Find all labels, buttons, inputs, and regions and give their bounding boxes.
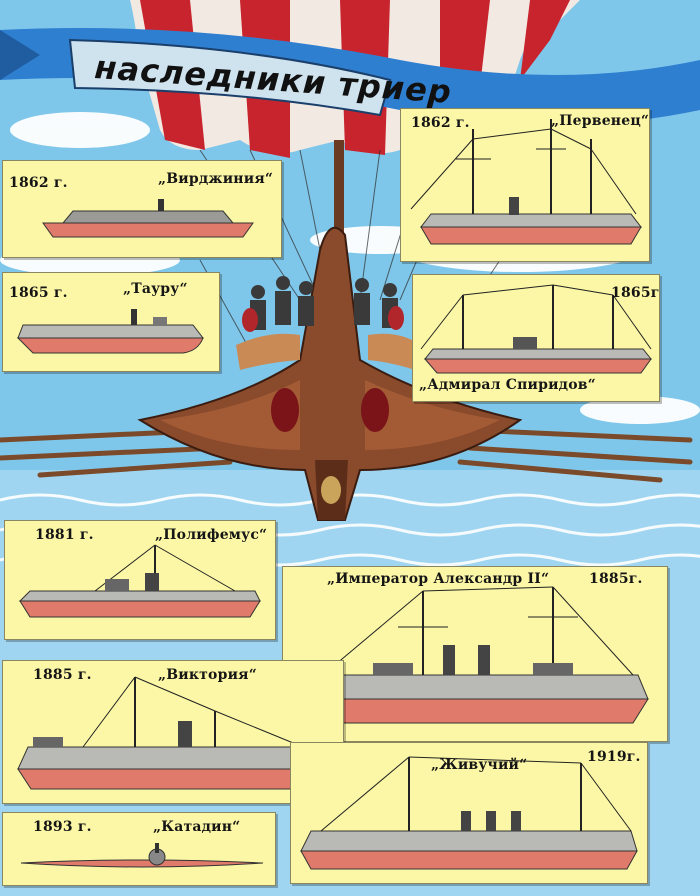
ship-imperator-aleksandr-ii-drawing	[302, 586, 649, 724]
ship-polifemus-drawing	[18, 544, 261, 618]
ship-admiral-spiridov-drawing	[420, 284, 653, 374]
ship-card-viktoria: 1885 г. „Виктория“	[2, 660, 344, 804]
ship-name: „Вирджиния“	[158, 171, 274, 187]
ship-year: 1885 г.	[33, 667, 92, 683]
ship-year: 1865г.	[611, 285, 660, 301]
ship-name: „Виктория“	[158, 667, 257, 683]
ship-card-zhivuchiy: „Живучий“ 1919г.	[290, 742, 648, 884]
ship-year: 1885г.	[589, 571, 643, 587]
ship-name: „Тауру“	[123, 281, 188, 297]
ship-zhivuchiy-drawing	[300, 756, 638, 870]
ship-name: „Первенец“	[551, 113, 650, 129]
ship-card-tauru: 1865 г. „Тауру“	[2, 272, 220, 372]
ship-year: 1865 г.	[9, 285, 68, 301]
ship-name: „Живучий“	[431, 757, 528, 773]
ship-name: „Полифемус“	[155, 527, 268, 543]
ship-year: 1862 г.	[411, 115, 470, 131]
ship-year: 1862 г.	[9, 175, 68, 191]
ship-pervenets-drawing	[410, 119, 643, 245]
ship-name: „Император Александр II“	[327, 571, 550, 587]
ship-year: 1881 г.	[35, 527, 94, 543]
ship-card-virginia: 1862 г. „Вирджиния“	[2, 160, 282, 258]
ship-card-katadin: 1893 г. „Катадин“	[2, 812, 276, 886]
ship-card-polifemus: 1881 г. „Полифемус“	[4, 520, 276, 640]
ship-year: 1919г.	[587, 749, 641, 765]
title-banner	[0, 28, 700, 125]
ship-card-imperator-aleksandr-ii: „Император Александр II“ 1885г.	[282, 566, 668, 742]
ship-tauru-drawing	[16, 309, 205, 354]
ship-viktoria-drawing	[17, 676, 334, 790]
ship-card-admiral-spiridov: 1865г. „Адмирал Спиридов“	[412, 274, 660, 402]
ship-card-pervenets: 1862 г. „Первенец“	[400, 108, 650, 262]
ship-name: „Катадин“	[153, 819, 241, 835]
ship-name: „Адмирал Спиридов“	[419, 377, 596, 393]
ship-katadin-drawing	[20, 843, 264, 868]
ship-year: 1893 г.	[33, 819, 92, 835]
ship-virginia-drawing	[42, 199, 254, 238]
